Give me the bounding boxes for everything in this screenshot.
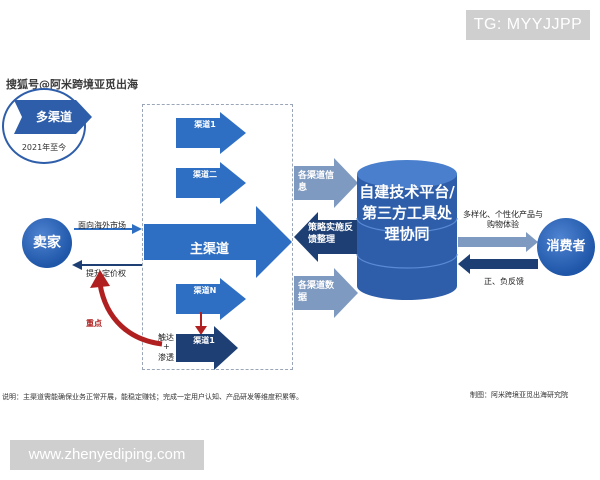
caption: 说明：主渠道需能确保业务正常开展，能稳定赚钱；完成一定用户认知、产品研发等维度积… [2,393,303,401]
strategy-label: 策略实施反馈整理 [308,223,354,245]
channel-2-label: 渠道二 [193,170,217,179]
channels-frame [142,104,293,370]
badge-label: 多渠道 [35,110,72,124]
key-label: 重点 [86,319,102,328]
feedback-label: 正、负反馈 [484,277,524,286]
sub-channel-arrow [176,326,238,370]
data-arrow [294,268,358,318]
key-curve-arrow [90,270,163,347]
main-channel-label: 主渠道 [190,242,230,257]
badge-arrow [14,100,92,134]
reach-label: 触达 [158,333,174,342]
to-market-arrow [74,224,142,234]
channel-1-label: 渠道1 [194,120,216,129]
platform-label: 自建技术平台/第三方工具处理协同 [359,183,455,243]
tg-watermark: TG: MYYJJPP [466,10,590,40]
to-market-label: 面向海外市场 [78,221,126,230]
platform-cylinder [356,160,458,300]
info-label: 各渠道信息 [298,171,335,193]
data-label: 各渠道数据 [298,281,335,303]
channel-1-arrow [176,112,246,154]
down-red-arrow [195,312,207,335]
consumer-node: 消费者 [537,218,595,276]
sohu-watermark: 搜狐号@阿米跨境亚觅出海 [6,78,138,91]
sub-channel-label: 渠道1 [193,336,215,345]
channel-n-label: 渠道N [193,286,217,295]
seller-node: 卖家 [22,218,72,268]
to-consumer-arrow [458,232,538,252]
info-arrow [294,158,358,208]
strategy-arrow [294,212,358,262]
pricing-label: 提升定价权 [86,269,126,278]
url-watermark: www.zhenyediping.com [10,440,204,470]
credit: 制图：阿米跨境亚觅出海研究院 [470,391,568,399]
to-consumer-label: 多样化、个性化产品与购物体验 [463,210,543,229]
channel-n-arrow [176,278,246,320]
feedback-arrow [458,254,538,274]
main-channel-arrow [144,206,292,278]
since-label: 2021年至今 [21,143,67,152]
penetrate-label: 渗透 [158,353,174,362]
channel-2-arrow [176,162,246,204]
pricing-arrow [72,260,142,270]
plus-label: + [163,342,170,351]
